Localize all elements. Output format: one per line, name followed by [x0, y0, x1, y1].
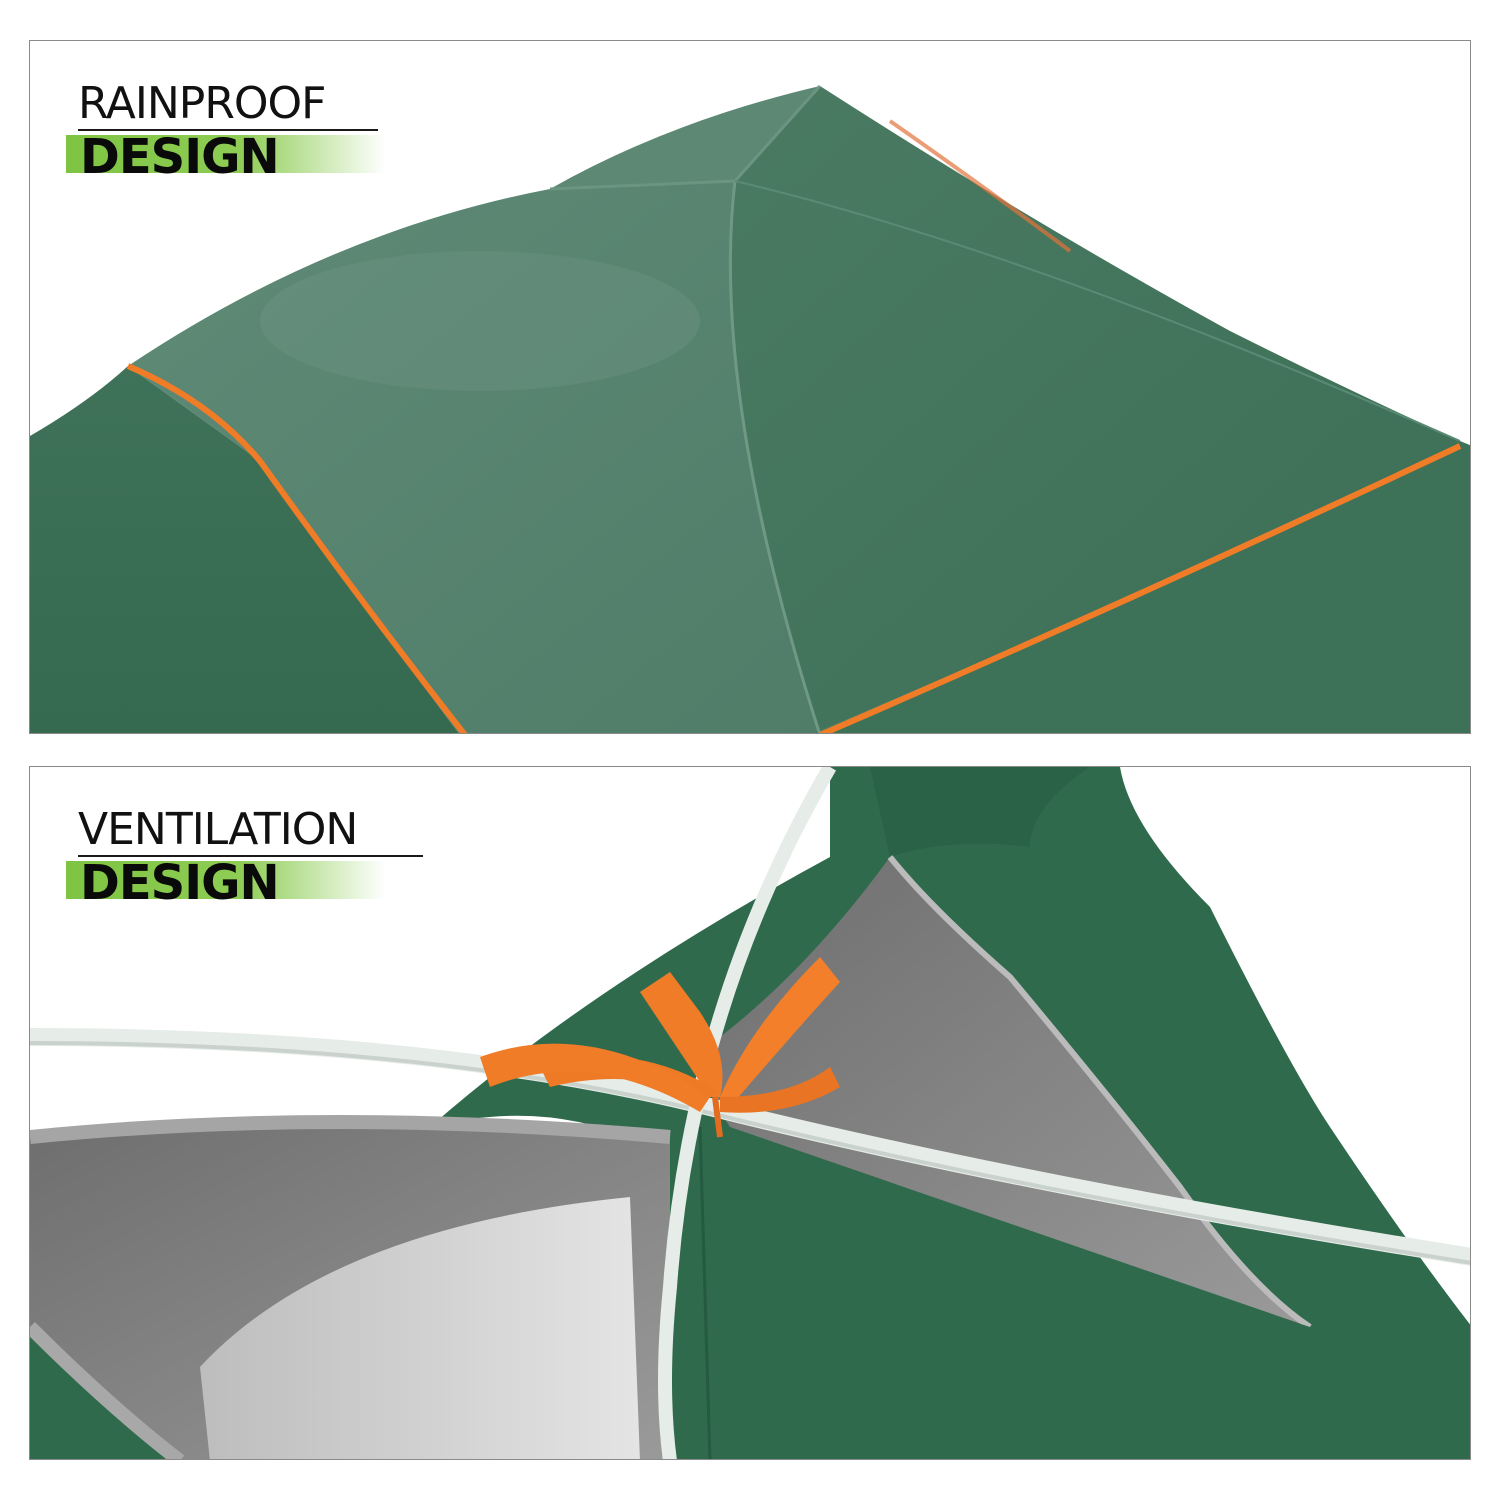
caption-title-line1: VENTILATION: [78, 804, 358, 855]
caption-highlight-bar: [66, 135, 386, 173]
rainproof-caption: RAINPROOF DESIGN: [66, 79, 426, 189]
tent-vent-photo: [30, 767, 1470, 1459]
caption-title-line2: DESIGN: [80, 855, 280, 911]
tent-roof-photo: [30, 84, 1470, 733]
caption-title-line1: RAINPROOF: [78, 78, 326, 129]
ventilation-caption: VENTILATION DESIGN: [66, 805, 426, 915]
ventilation-panel: VENTILATION DESIGN: [29, 766, 1471, 1460]
caption-title-line2: DESIGN: [80, 129, 280, 185]
caption-underline: [78, 129, 378, 131]
caption-underline: [78, 855, 423, 857]
rainproof-panel: RAINPROOF DESIGN: [29, 40, 1471, 734]
caption-highlight-bar: [66, 861, 386, 899]
